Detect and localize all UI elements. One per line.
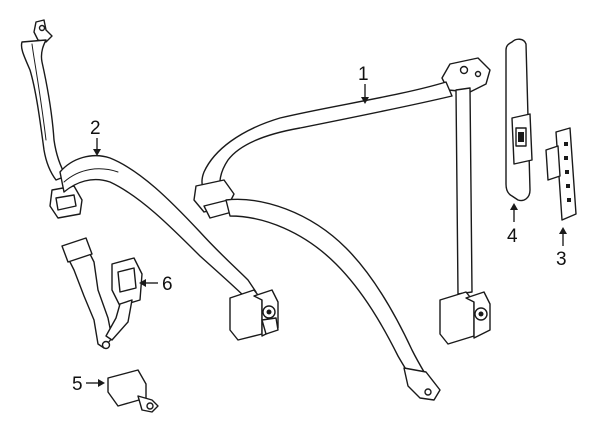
callout-2-arrow (93, 149, 101, 156)
rail-slider (545, 145, 561, 181)
rail-hole-2 (564, 156, 568, 160)
callout-4: 4 (507, 203, 518, 247)
d-ring-anchor (441, 57, 491, 93)
upper-strap (20, 39, 67, 181)
d-ring-bolt-2 (474, 70, 482, 78)
lower-anchor-plate (403, 367, 441, 401)
rail-hole-1 (564, 142, 568, 146)
callout-2-label: 2 (90, 118, 101, 139)
shoulder-strap (201, 81, 453, 197)
callout-3: 3 (556, 227, 567, 270)
callout-4-label: 4 (507, 226, 518, 247)
vertical-webbing (455, 87, 473, 295)
strap-twist-line (63, 168, 119, 183)
part-1-belt-assembly (193, 57, 491, 401)
part-6-buckle-stalk (61, 237, 143, 350)
lower-anchor-hole (424, 388, 432, 396)
rail-hole-5 (567, 198, 571, 202)
buckle-stalk-strap (105, 299, 133, 341)
part-4-adjuster-cover (505, 38, 533, 202)
rail-hole-4 (566, 184, 570, 188)
callout-5-label: 5 (72, 374, 83, 395)
callout-5: 5 (72, 374, 105, 395)
cover-button-detail (518, 132, 524, 142)
part-2-belt-assembly (20, 19, 279, 341)
rail-hole-3 (565, 170, 569, 174)
callout-6-label: 6 (162, 274, 173, 295)
callout-6: 6 (139, 274, 173, 295)
part-3-adjuster-rail (545, 127, 577, 221)
guide-slot (55, 194, 77, 211)
upper-strap-fold (31, 43, 47, 141)
retractor-mount (261, 317, 279, 335)
d-ring-bolt (459, 65, 469, 75)
callout-1-label: 1 (358, 64, 369, 85)
tongue-hole (146, 402, 154, 410)
buckle-mount-hole (101, 340, 111, 350)
part-5-latch-tongue (107, 369, 159, 413)
retractor-hub-right (478, 311, 484, 317)
buckle-button (117, 267, 137, 293)
buckle-receiver-left (61, 237, 93, 263)
callout-6-arrow (139, 279, 146, 287)
anchor-hole (38, 24, 46, 32)
callout-1: 1 (358, 64, 369, 104)
callout-2: 2 (90, 118, 101, 156)
callout-3-arrow (559, 227, 567, 234)
callout-4-arrow (510, 203, 518, 210)
callout-5-arrow (98, 379, 105, 387)
retractor-hub (266, 309, 272, 315)
callout-1-arrow (361, 97, 369, 104)
callout-3-label: 3 (556, 249, 567, 270)
